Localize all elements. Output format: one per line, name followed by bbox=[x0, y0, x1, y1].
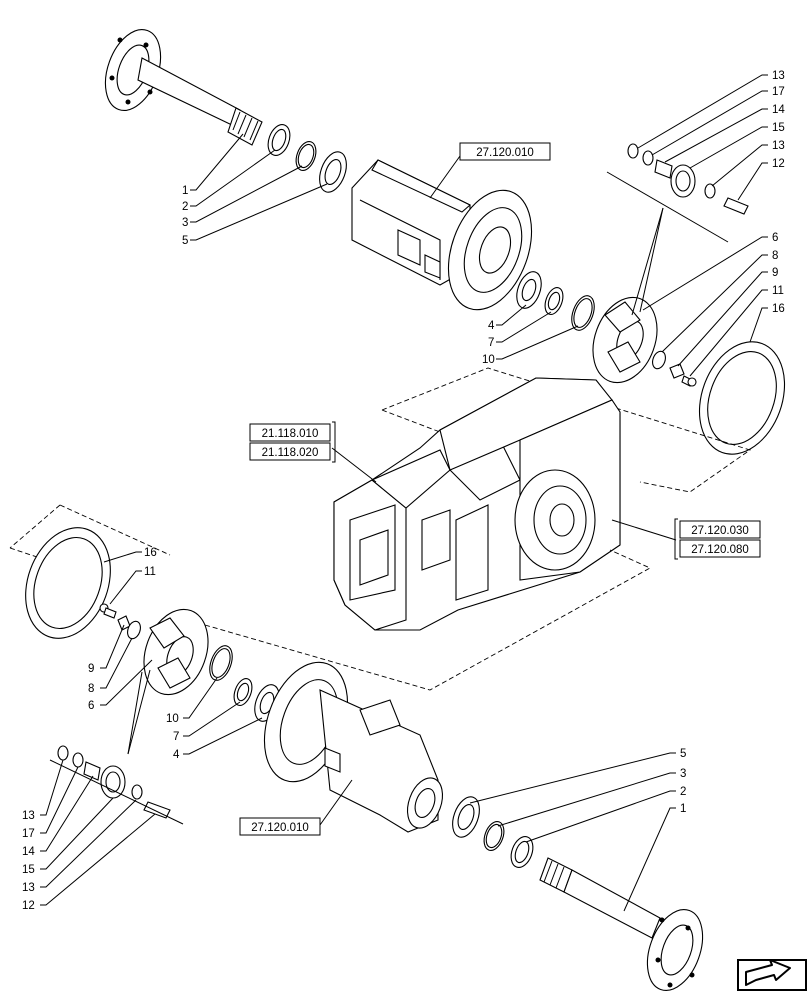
upper-circlip-10 bbox=[571, 295, 595, 331]
callout-3-lower: 3 bbox=[680, 768, 686, 780]
callout-7-lower: 7 bbox=[173, 731, 179, 743]
callout-15-upper: 15 bbox=[772, 122, 785, 134]
reference-center-left-a-label: 21.118.010 bbox=[262, 428, 319, 440]
upper-gear-pointer-a bbox=[631, 207, 664, 316]
callout-11-upper: 11 bbox=[772, 285, 784, 297]
callout-12-lower: 12 bbox=[22, 900, 35, 912]
callout-1-upper: 1 bbox=[182, 185, 188, 197]
reference-center-left-b-label: 21.118.020 bbox=[262, 447, 319, 459]
callout-12-upper: 12 bbox=[772, 158, 785, 170]
lower-ring-7 bbox=[233, 678, 253, 706]
upper-gear-pointer-b bbox=[639, 207, 664, 313]
leader-lines bbox=[40, 74, 768, 912]
upper-axle-shaft bbox=[104, 29, 263, 146]
callout-13-lower-b: 13 bbox=[22, 882, 35, 894]
callout-1-lower: 1 bbox=[680, 803, 686, 815]
lower-ring-gear-16 bbox=[25, 527, 111, 639]
upper-planet-gear-set bbox=[627, 143, 749, 215]
callout-numbers: 1 2 3 5 4 7 10 13 17 14 15 13 12 6 8 9 1… bbox=[22, 70, 785, 912]
reference-upper-housing[interactable]: 27.120.010 bbox=[459, 142, 551, 161]
lower-snap-ring-3 bbox=[483, 821, 505, 851]
reference-center-right[interactable]: 27.120.030 27.120.080 bbox=[674, 518, 761, 560]
lower-planet-gear-set bbox=[57, 745, 171, 819]
upper-gear-axis-line bbox=[606, 171, 729, 243]
callout-2-lower: 2 bbox=[680, 786, 686, 798]
callout-13-upper-b: 13 bbox=[772, 140, 785, 152]
callout-10-lower: 10 bbox=[166, 713, 179, 725]
callout-6-upper: 6 bbox=[772, 232, 778, 244]
dashed-boundary-upper bbox=[381, 367, 752, 493]
lower-gear-pointer-a bbox=[127, 669, 151, 755]
reference-lower-housing[interactable]: 27.120.010 bbox=[239, 817, 321, 836]
upper-bolt-11 bbox=[681, 375, 697, 387]
callout-9-lower: 9 bbox=[88, 663, 94, 675]
upper-snap-ring-3 bbox=[295, 141, 317, 171]
upper-ring-gear-16 bbox=[698, 341, 786, 455]
callout-2-upper: 2 bbox=[182, 201, 188, 213]
lower-planet-carrier-6 bbox=[143, 608, 209, 696]
upper-housing-bearing-4 bbox=[516, 271, 542, 309]
upper-spacer-ring-2 bbox=[267, 124, 291, 156]
lower-final-drive-housing bbox=[263, 661, 444, 833]
reference-center-right-b-label: 27.120.080 bbox=[691, 544, 749, 556]
callout-13-upper-a: 13 bbox=[772, 70, 785, 82]
callout-17-upper: 17 bbox=[772, 86, 785, 98]
callout-10-upper: 10 bbox=[482, 354, 495, 366]
lower-axle-shaft bbox=[539, 857, 704, 991]
lower-gear-pointer-b bbox=[127, 671, 143, 755]
callout-14-upper: 14 bbox=[772, 104, 785, 116]
callout-4-upper: 4 bbox=[488, 320, 495, 332]
callout-5-lower: 5 bbox=[680, 748, 686, 760]
callout-17-lower: 17 bbox=[22, 828, 35, 840]
callout-13-lower-a: 13 bbox=[22, 810, 35, 822]
callout-3-upper: 3 bbox=[182, 217, 188, 229]
lower-bolt-11 bbox=[99, 603, 117, 619]
upper-washer-8 bbox=[652, 350, 666, 370]
callout-8-upper: 8 bbox=[772, 250, 778, 262]
callout-11-lower: 11 bbox=[144, 566, 156, 578]
lower-bearing-5 bbox=[452, 796, 480, 838]
callout-7-upper: 7 bbox=[488, 337, 494, 349]
reference-upper-housing-label: 27.120.010 bbox=[476, 147, 534, 159]
callout-5-upper: 5 bbox=[182, 235, 188, 247]
upper-ring-7 bbox=[544, 287, 564, 315]
callout-8-lower: 8 bbox=[88, 683, 94, 695]
reference-center-left[interactable]: 21.118.010 21.118.020 bbox=[249, 421, 336, 463]
callout-14-lower: 14 bbox=[22, 846, 35, 858]
transmission-housing bbox=[333, 377, 621, 631]
callout-15-lower: 15 bbox=[22, 864, 35, 876]
upper-lock-plate-9 bbox=[669, 363, 685, 379]
reference-center-right-a-label: 27.120.030 bbox=[691, 525, 749, 537]
lower-gear-axis-line bbox=[49, 759, 184, 825]
callout-16-lower: 16 bbox=[144, 547, 157, 559]
lower-washer-8 bbox=[127, 620, 141, 640]
callout-4-lower: 4 bbox=[173, 749, 180, 761]
callout-9-upper: 9 bbox=[772, 267, 778, 279]
upper-bearing-5 bbox=[319, 151, 347, 193]
callout-6-lower: 6 bbox=[88, 700, 94, 712]
upper-planet-carrier-6 bbox=[592, 296, 658, 384]
back-arrow-icon[interactable] bbox=[737, 959, 807, 991]
upper-final-drive-housing bbox=[351, 159, 533, 311]
lower-spacer-ring-2 bbox=[510, 836, 534, 868]
callout-16-upper: 16 bbox=[772, 303, 785, 315]
lower-circlip-10 bbox=[209, 645, 233, 681]
reference-lower-housing-label: 27.120.010 bbox=[251, 822, 309, 834]
